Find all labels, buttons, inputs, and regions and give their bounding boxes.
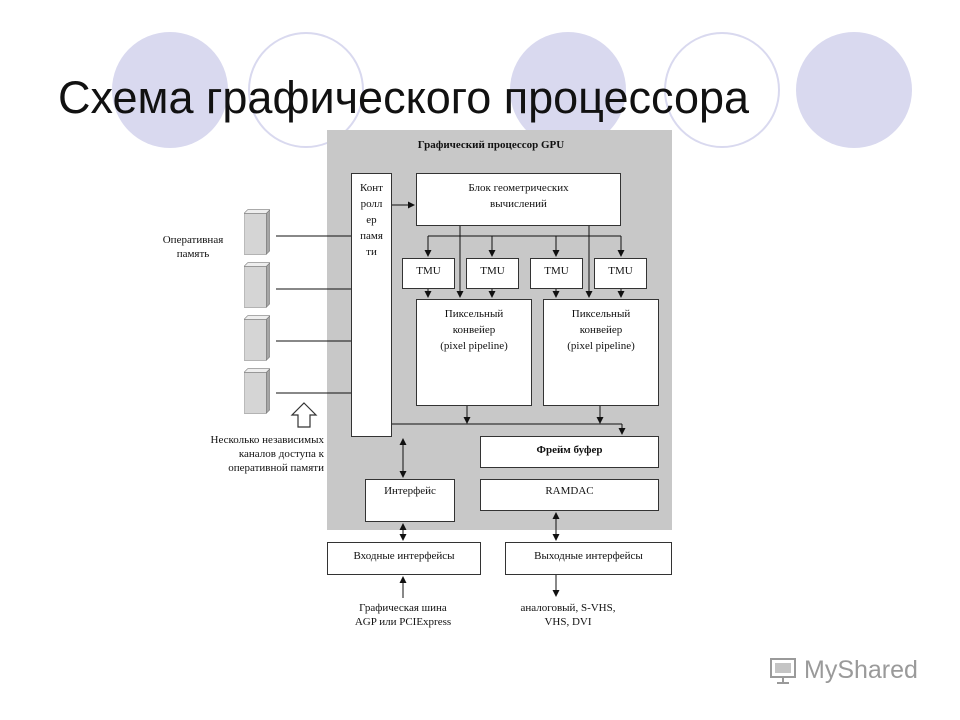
output-signals-line-2: VHS, DVI: [544, 616, 592, 628]
memory-controller-box: Конт ролл ер памя ти: [351, 173, 392, 437]
logo-text: MyShared: [804, 655, 918, 684]
myshared-logo: MyShared: [768, 655, 918, 685]
frame-buffer-box: Фрейм буфер: [480, 436, 659, 468]
pixel-pipeline-2-line-1: Пиксельный: [571, 308, 631, 320]
ramdac-box: RAMDAC: [480, 479, 659, 511]
memory-controller-line-3: ер: [366, 214, 377, 226]
tmu-box-4: TMU: [594, 258, 647, 289]
ram-module-2: [244, 262, 270, 308]
decor-circle-5: [796, 32, 912, 148]
hollow-up-arrow-icon: [290, 402, 318, 428]
decor-circle-3: [510, 32, 626, 148]
tmu-box-3: TMU: [530, 258, 583, 289]
pixel-pipeline-2-line-3: (pixel pipeline): [567, 340, 635, 352]
channels-label-line-1: Несколько независимых: [210, 434, 325, 446]
output-signals-label: аналоговый, S-VHS, VHS, DVI: [488, 601, 648, 629]
decor-circle-4: [664, 32, 780, 148]
interface-box: Интерфейс: [365, 479, 455, 522]
output-interfaces-box: Выходные интерфейсы: [505, 542, 672, 575]
memory-controller-line-5: ти: [366, 246, 377, 258]
channels-label-line-3: оперативной памяти: [228, 462, 324, 474]
memory-controller-line-4: памя: [360, 230, 383, 242]
decor-circle-2: [248, 32, 364, 148]
pixel-pipeline-box-1: Пиксельный конвейер (pixel pipeline): [416, 299, 532, 406]
projector-screen-icon: [770, 658, 796, 684]
ram-label: Оперативная память: [148, 233, 238, 261]
input-bus-line-1: Графическая шина: [359, 602, 447, 614]
channels-label: Несколько независимых каналов доступа к …: [170, 433, 325, 475]
decor-circle-1: [112, 32, 228, 148]
pixel-pipeline-1-line-3: (pixel pipeline): [440, 340, 508, 352]
ram-label-line-2: память: [176, 248, 210, 260]
input-bus-label: Графическая шина AGP или PCIExpress: [323, 601, 483, 629]
output-signals-line-1: аналоговый, S-VHS,: [520, 602, 616, 614]
memory-controller-line-2: ролл: [360, 198, 383, 210]
ram-module-3: [244, 315, 270, 361]
geometry-block-line-1: Блок геометрических: [468, 182, 569, 194]
tmu-box-2: TMU: [466, 258, 519, 289]
geometry-block-line-2: вычислений: [490, 198, 547, 210]
pixel-pipeline-1-line-1: Пиксельный: [444, 308, 504, 320]
pixel-pipeline-2-line-2: конвейер: [579, 324, 623, 336]
pixel-pipeline-1-line-2: конвейер: [452, 324, 496, 336]
memory-controller-line-1: Конт: [360, 182, 383, 194]
geometry-block-box: Блок геометрических вычислений: [416, 173, 621, 226]
ram-label-line-1: Оперативная: [162, 234, 224, 246]
ram-module-4: [244, 368, 270, 414]
input-interfaces-box: Входные интерфейсы: [327, 542, 481, 575]
channels-label-line-2: каналов доступа к: [238, 448, 324, 460]
ram-module-1: [244, 209, 270, 255]
input-bus-line-2: AGP или PCIExpress: [354, 616, 452, 628]
slide-title: Схема графического процессора: [58, 72, 750, 123]
tmu-box-1: TMU: [402, 258, 455, 289]
gpu-title: Графический процессор GPU: [417, 139, 565, 151]
pixel-pipeline-box-2: Пиксельный конвейер (pixel pipeline): [543, 299, 659, 406]
